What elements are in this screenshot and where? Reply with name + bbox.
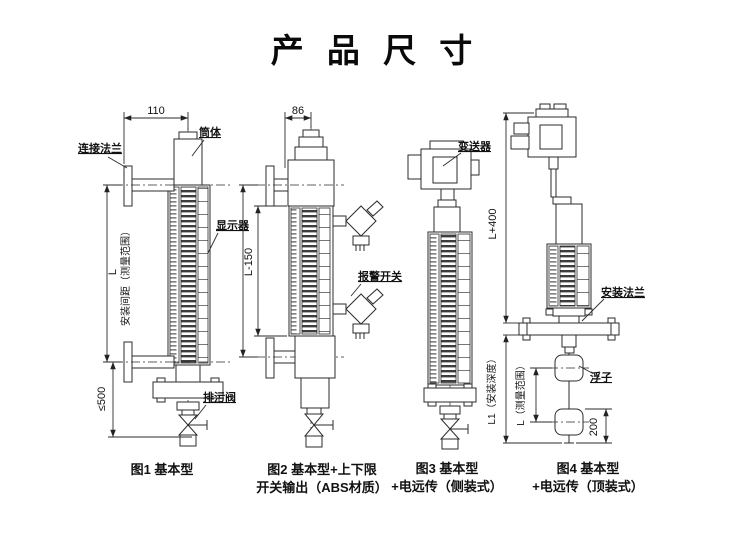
- figure1-basic-type: 110 L 安装间距（测量范围） ≤500 连接法兰 筒体 显示器: [78, 105, 250, 477]
- fig4-labels: 安装法兰 浮子: [578, 285, 645, 384]
- fig4-mount-flange: [518, 307, 620, 341]
- fig1-dim-110: 110: [123, 105, 189, 164]
- fig4-dim-L-range-text: L（测量范围）: [514, 360, 527, 426]
- fig2-caption-line1: 图2 基本型+上下限: [267, 462, 377, 477]
- page-title: 产 品 尺 寸: [270, 32, 480, 69]
- fig3-bottom-assembly: [423, 383, 477, 420]
- fig1-dim-500-text: ≤500: [96, 387, 108, 411]
- figure3-side-transmitter-type: 变送器 图3 基本型 +电远传（侧装式）: [391, 139, 503, 494]
- fig1-dim-500: ≤500: [96, 362, 192, 438]
- figure2-switch-type: 86 L-150 报警开关 图2 基本型+上下限 开关输出（ABS材质）: [239, 105, 402, 495]
- fig3-labels: 变送器: [442, 139, 492, 167]
- fig4-dim-200: 200: [576, 408, 612, 444]
- fig1-upper-connect-flange: [114, 165, 232, 207]
- fig4-caption-line1: 图4 基本型: [557, 461, 620, 476]
- fig2-drain-valve: [303, 413, 334, 448]
- fig1-dim-110-text: 110: [147, 105, 165, 117]
- fig4-dim-L1-depth: L1（安装深度）: [485, 334, 562, 444]
- fig4-body-tube: [552, 196, 583, 245]
- fig1-bottom-assembly: [152, 364, 224, 416]
- fig4-float-rod: [549, 334, 589, 444]
- fig2-caption-line2: 开关输出（ABS材质）: [256, 480, 387, 495]
- fig3-transmitter: [407, 140, 480, 201]
- fig2-labels: 报警开关: [350, 269, 402, 297]
- fig2-label-alarm-switch: 报警开关: [358, 269, 402, 283]
- fig1-body-tube: [173, 131, 203, 186]
- fig4-label-float: 浮子: [590, 370, 612, 384]
- fig2-indicator-column: [288, 205, 334, 337]
- fig3-caption-line1: 图3 基本型: [416, 461, 479, 476]
- fig1-lower-connect-flange: [114, 341, 232, 383]
- fig4-dim-L1-text: L1（安装深度）: [485, 353, 498, 424]
- fig4-dim-L-range: L（测量范围）: [514, 360, 552, 426]
- fig2-alarm-switch-upper: [332, 200, 384, 251]
- fig4-dim-L400-text: L+400: [487, 209, 499, 240]
- fig4-indicator-column: [546, 243, 592, 309]
- fig4-dim-200-text: 200: [588, 418, 600, 436]
- fig1-dim-L: L 安装间距（测量范围）: [103, 184, 132, 363]
- fig2-dim-L150: L-150: [239, 184, 287, 358]
- fig2-dim-86-text: 86: [292, 105, 304, 117]
- fig1-label-body-tube: 筒体: [199, 125, 222, 139]
- fig3-label-transmitter: 变送器: [458, 139, 492, 153]
- fig2-dim-L150-text: L-150: [243, 248, 255, 276]
- fig1-label-drain-valve: 排污阀: [203, 390, 236, 404]
- fig3-indicator-column: [427, 231, 473, 386]
- fig3-caption-line2: +电远传（侧装式）: [391, 479, 503, 494]
- fig1-indicator-column: [167, 184, 211, 366]
- fig4-label-mount-flange: 安装法兰: [601, 285, 645, 299]
- fig1-drain-valve: [177, 414, 208, 447]
- fig1-label-connect-flange: 连接法兰: [78, 141, 122, 155]
- figure4-top-transmitter-type: L+400 L1（安装深度） L（测量范围） 200: [485, 103, 645, 494]
- fig1-dim-L-text: L: [107, 269, 119, 275]
- fig4-caption-line2: +电远传（顶装式）: [532, 479, 644, 494]
- fig2-bottom-assembly: [294, 335, 336, 415]
- fig4-dim-L400: L+400: [487, 112, 534, 324]
- fig2-dim-86: 86: [284, 105, 312, 168]
- fig3-drain-valve: [439, 418, 469, 450]
- fig1-labels: 连接法兰 筒体 显示器 排污阀: [78, 125, 250, 420]
- fig1-label-display: 显示器: [216, 219, 250, 232]
- fig3-body-tube: [433, 199, 461, 233]
- fig2-body-tube: [287, 129, 335, 207]
- fig1-caption: 图1 基本型: [131, 462, 194, 477]
- fig4-transmitter: [510, 103, 577, 198]
- fig1-dim-L-note: 安装间距（测量范围）: [119, 226, 132, 326]
- fig2-alarm-switch-lower: [332, 288, 384, 339]
